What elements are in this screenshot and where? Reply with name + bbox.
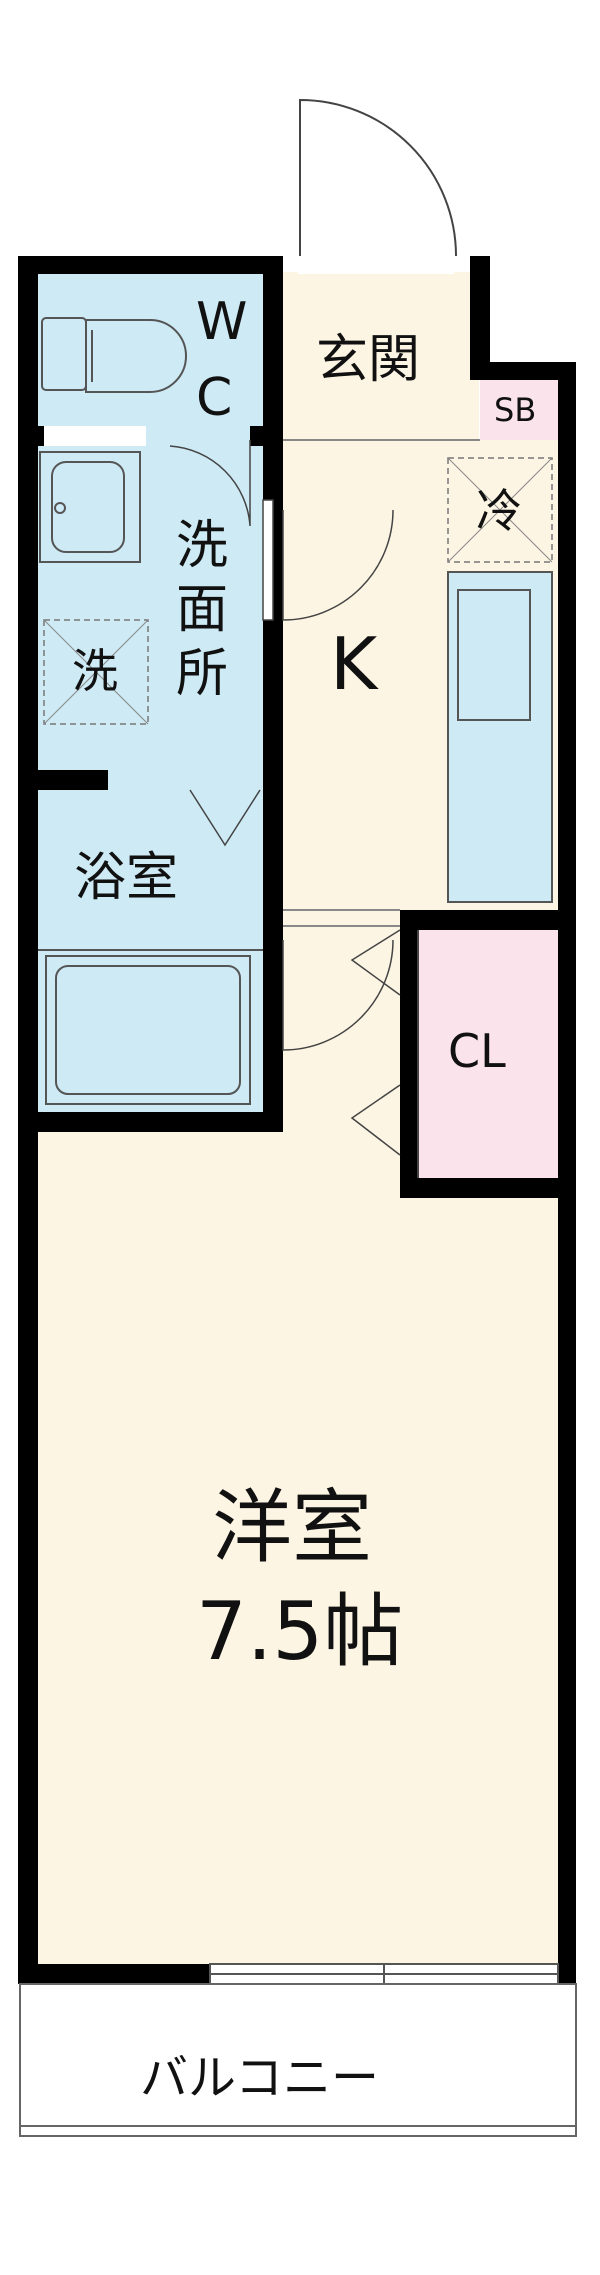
balcony-outline — [19, 1983, 577, 2137]
washer-cross-b — [43, 619, 149, 725]
shoe-box-label: SB — [494, 391, 537, 429]
bath-door-gap — [108, 770, 263, 790]
kitchen-sink — [457, 589, 531, 721]
sink-drain — [54, 502, 66, 514]
wc-door-gap — [146, 426, 250, 446]
fridge-label: 冷 — [476, 484, 522, 538]
western-room-floor — [38, 1130, 558, 1977]
closet-label: CL — [448, 1024, 506, 1078]
room-door-swing — [282, 939, 394, 1051]
senmenjo-label-1: 洗 — [176, 516, 229, 576]
bathtub-inner — [55, 965, 241, 1095]
senmenjo-door-swing — [282, 509, 394, 621]
bath-door-swing — [189, 789, 261, 847]
closet-floor — [418, 920, 558, 1178]
senmenjo-label-2: 面 — [176, 580, 229, 640]
wc-label-top: W — [196, 292, 248, 352]
bath-label: 浴室 — [74, 848, 179, 908]
sink-basin — [51, 461, 125, 553]
walls — [18, 256, 576, 1984]
entrance-opening — [298, 256, 454, 274]
fridge-cross-b — [447, 457, 553, 563]
wc-label-bottom: C — [196, 368, 233, 428]
wc-door-swing — [169, 440, 251, 527]
toilet-bowl — [85, 319, 187, 393]
genkan-label: 玄関 — [316, 330, 421, 390]
senmenjo-label-3: 所 — [176, 644, 229, 704]
washer-space — [43, 619, 149, 725]
western-room-label: 洋室 — [212, 1481, 372, 1574]
shoe-box-area — [480, 380, 558, 442]
closet-door-lower — [350, 1084, 401, 1156]
kitchen-label: K — [330, 622, 378, 706]
entrance-door-swing — [299, 98, 457, 257]
senmenjo-door-leaf — [262, 499, 274, 621]
fridge-space — [447, 457, 553, 563]
corridor-floor — [283, 910, 411, 1140]
washer-label: 洗 — [72, 644, 118, 698]
genkan-floor — [283, 272, 479, 440]
toilet-tank — [41, 317, 87, 391]
western-room-size: 7.5帖 — [196, 1585, 404, 1678]
closet-door-upper — [350, 929, 401, 996]
balcony-label: バルコニー — [140, 2050, 380, 2106]
